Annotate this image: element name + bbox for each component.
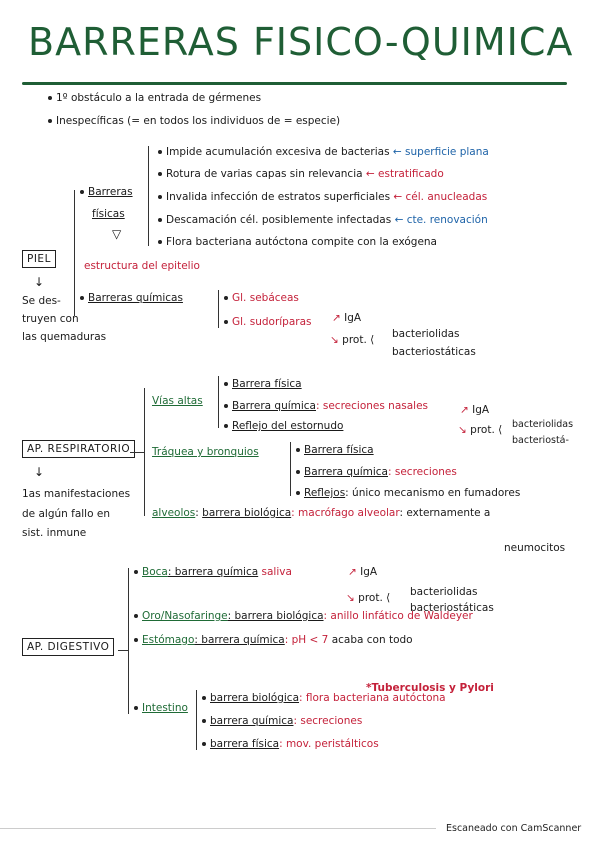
piel-item-4: Descamación cél. posiblemente infectadas… (158, 214, 488, 227)
piel-prot: ↘ prot. ⟨ (330, 334, 375, 346)
piel-bacteriostaticas: bacteriostáticas (392, 346, 476, 358)
traquea-bronquios: Tráquea y bronquios (152, 446, 259, 458)
vias-item-3: Reflejo del estornudo (224, 420, 343, 433)
gl-sebaceas: Gl. sebáceas (224, 292, 299, 305)
resp-brace (144, 388, 146, 516)
vias-altas: Vías altas (152, 395, 203, 407)
barreras-fisicas-label-2: físicas (92, 208, 125, 220)
traquea-item-1: Barrera física (296, 444, 374, 457)
piel-bacteriolidas: bacteriolidas (392, 328, 460, 340)
vias-brace (218, 376, 220, 428)
piel-brace (148, 146, 150, 246)
resp-note-1: 1as manifestaciones (22, 488, 131, 500)
piel-item-5: Flora bacteriana autóctona compite con l… (158, 236, 437, 249)
resp-bacteriolidas: bacteriolidas (512, 419, 574, 430)
intro-text-2: Inespecíficas (= en todos los individuos… (56, 115, 341, 127)
piel-note-2: truyen con (22, 313, 79, 325)
arrow-down-icon: ↓ (34, 465, 45, 479)
boca-line: Boca: barrera química saliva (134, 566, 292, 579)
digest-iga: ↗ IgA (348, 566, 378, 578)
resp-iga: ↗ IgA (460, 404, 490, 416)
piel-item-3: Invalida infección de estratos superfici… (158, 191, 487, 204)
arrow-down-icon: ▽ (112, 227, 122, 241)
traquea-item-2: Barrera química: secreciones (296, 466, 457, 479)
intestino-item-1: barrera biológica: flora bacteriana autó… (202, 692, 446, 705)
resp-connector (130, 452, 144, 454)
intro-text-1: 1º obstáculo a la entrada de gérmenes (56, 92, 262, 104)
digestivo-box: AP. DIGESTIVO (22, 638, 115, 656)
piel-item-2: Rotura de varias capas sin relevancia ← … (158, 168, 444, 181)
resp-note-2: de algún fallo en (22, 508, 110, 520)
vias-item-2: Barrera química: secreciones nasales (224, 400, 428, 413)
page-title: BARRERAS FISICO-QUIMICA (28, 20, 574, 64)
estomago-line: Estómago: barrera química: pH < 7 acaba … (134, 634, 413, 647)
piel-note-3: las quemaduras (22, 331, 107, 343)
piel-box: PIEL (22, 250, 56, 268)
digest-bacteriostaticas: bacteriostáticas (410, 602, 494, 614)
piel-note-1: Se des- (22, 295, 61, 307)
resp-bacteriostaticas: bacteriostá- (512, 435, 569, 446)
title-underline (22, 82, 567, 85)
digest-prot: ↘ prot. ⟨ (346, 592, 391, 604)
estructura-epitelio: estructura del epitelio (84, 260, 200, 272)
arrow-down-icon: ↓ (34, 275, 45, 289)
traquea-brace (290, 442, 292, 496)
resp-note-3: sist. inmune (22, 527, 87, 539)
digest-bacteriolidas: bacteriolidas (410, 586, 478, 598)
intestino-label: Intestino (134, 702, 188, 715)
intro-line-2: Inespecíficas (= en todos los individuos… (48, 115, 340, 128)
gl-sudoriparas: Gl. sudoríparas (224, 316, 312, 329)
barreras-quimicas-label: Barreras químicas (80, 292, 183, 305)
alveolos-line: alveolos: barrera biológica: macrófago a… (152, 507, 491, 519)
piel-main-brace (74, 190, 76, 316)
digest-connector (118, 650, 128, 652)
intestino-item-3: barrera física: mov. peristálticos (202, 738, 379, 751)
digest-brace (128, 568, 130, 714)
vias-item-1: Barrera física (224, 378, 302, 391)
traquea-item-3: Reflejos: único mecanismo en fumadores (296, 487, 520, 500)
neumocitos: neumocitos (504, 542, 566, 554)
intestino-item-2: barrera química: secreciones (202, 715, 362, 728)
barreras-fisicas-label: Barreras (80, 186, 133, 199)
resp-prot: ↘ prot. ⟨ (458, 424, 503, 436)
oro-line: Oro/Nasofaringe: barrera biológica: anil… (134, 610, 473, 623)
intro-line-1: 1º obstáculo a la entrada de gérmenes (48, 92, 261, 105)
camscanner-footer: Escaneado con CamScanner (446, 823, 582, 834)
quimicas-brace (218, 290, 220, 328)
piel-iga: ↗ IgA (332, 312, 362, 324)
piel-item-1: Impide acumulación excesiva de bacterias… (158, 146, 489, 159)
scan-edge (0, 828, 436, 829)
tuberculosis-note: *Tuberculosis y Pylori (366, 682, 494, 694)
intestino-brace (196, 690, 198, 750)
respiratorio-box: AP. RESPIRATORIO (22, 440, 136, 458)
